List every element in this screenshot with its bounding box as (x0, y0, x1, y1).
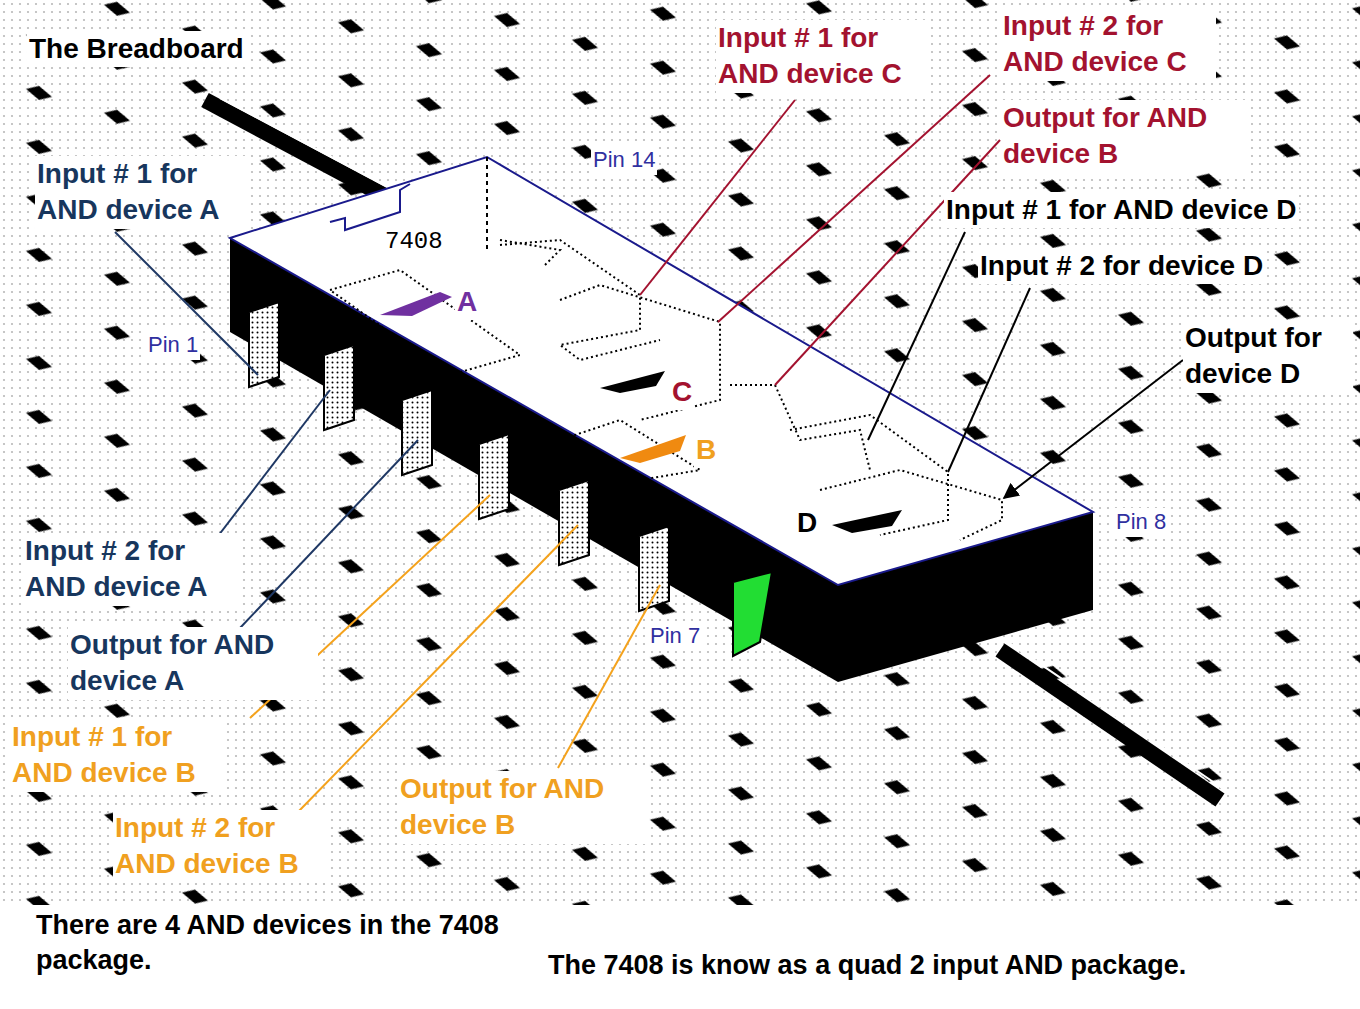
gate-letter: D (795, 505, 819, 541)
gate-letter: B (694, 432, 718, 468)
rail-stripe (1005, 640, 1225, 790)
leader-line (558, 585, 660, 768)
leader-line (115, 232, 258, 375)
pin-callout: Output for AND device B (1001, 100, 1251, 173)
leader-line (298, 525, 578, 812)
ic-chip (230, 157, 1093, 682)
breadboard-holes (0, 0, 1360, 905)
pin-callout: Input # 2 for AND device B (113, 810, 328, 883)
note: The 7408 is know as a quad 2 input AND p… (546, 948, 1188, 983)
leader-arrow (1004, 360, 1183, 498)
pin-callout: Input # 2 for AND device C (1001, 8, 1216, 81)
pin (733, 572, 772, 656)
leader-line (640, 100, 795, 295)
leader-line (775, 140, 1000, 385)
gate-b-symbol (620, 435, 686, 463)
pin-number: Pin 14 (591, 146, 657, 175)
pin (249, 302, 279, 387)
note: There are 4 AND devices in the 7408 pack… (34, 908, 524, 978)
pin-callout: Input # 1 for AND device C (716, 20, 931, 93)
pin-callout: Input # 1 for AND device B (10, 719, 225, 792)
pin (559, 480, 589, 565)
chip-marking: 7408 (383, 226, 445, 257)
pin (402, 390, 432, 475)
pin-number: Pin 1 (146, 331, 200, 360)
pin-callout: Output for AND device B (398, 771, 648, 844)
gate-c-symbol (600, 371, 665, 393)
leader-lines (115, 75, 1183, 812)
pin-callout: Input # 1 for AND device D (944, 192, 1299, 228)
chip-pins (249, 302, 772, 656)
pin-callout: Input # 2 for AND device A (23, 533, 238, 606)
pin-number: Pin 8 (1114, 508, 1168, 537)
pin-callout: Input # 2 for device D (978, 248, 1265, 284)
pin (639, 526, 669, 611)
chip-hidden-edge (486, 157, 488, 252)
pin-number: Pin 7 (648, 622, 702, 651)
pin (479, 434, 509, 519)
leader-line (215, 390, 330, 540)
pin-callout: Input # 1 for AND device A (35, 156, 250, 229)
gate-a-symbol (380, 292, 452, 316)
diagram-title: The Breadboard (27, 31, 246, 67)
pin-callout: Output for device D (1183, 320, 1353, 393)
leader-line (948, 288, 1030, 472)
rail-bar (1000, 650, 1220, 800)
gate-letter: C (670, 374, 694, 410)
pin-callout: Output for AND device A (68, 627, 318, 700)
gate-d-symbol (832, 510, 902, 533)
gate-letter: A (455, 284, 479, 320)
leader-line (240, 440, 418, 628)
pin (324, 345, 354, 430)
dotted-ground (0, 0, 1360, 905)
chip-notch (330, 184, 410, 230)
leader-line (868, 232, 965, 440)
gate-outlines (330, 240, 1002, 540)
